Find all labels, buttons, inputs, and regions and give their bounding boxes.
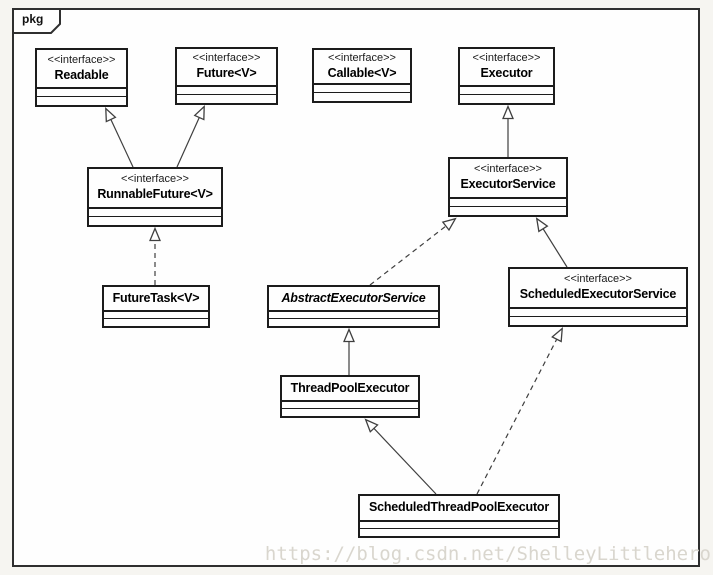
class-name: AbstractExecutorService bbox=[281, 290, 426, 305]
pkg-tab-shape bbox=[12, 8, 61, 34]
methods-compartment bbox=[510, 316, 686, 325]
arrow-abstractexecutorservice-to-executorservice bbox=[369, 217, 457, 286]
methods-compartment bbox=[37, 96, 126, 105]
attributes-compartment bbox=[314, 83, 410, 92]
class-box-threadpoolexecutor: ThreadPoolExecutor bbox=[280, 375, 420, 418]
attributes-compartment bbox=[282, 400, 418, 408]
attributes-compartment bbox=[510, 307, 686, 316]
class-name: RunnableFuture<V> bbox=[97, 187, 213, 202]
arrow-scheduledthreadpoolexecutor-to-scheduledexecutorservice bbox=[476, 327, 564, 495]
stereotype-label: <<interface>> bbox=[192, 52, 261, 65]
arrow-scheduledexecutorservice-to-executorservice bbox=[535, 217, 568, 268]
pkg-frame-label: pkg bbox=[22, 12, 44, 26]
methods-compartment bbox=[360, 528, 558, 536]
class-box-executorservice: <<interface>> ExecutorService bbox=[448, 157, 568, 217]
class-box-scheduledexecutorservice: <<interface>> ScheduledExecutorService bbox=[508, 267, 688, 327]
class-box-readable: <<interface>> Readable bbox=[35, 48, 128, 107]
class-name: Readable bbox=[54, 67, 109, 82]
attributes-compartment bbox=[360, 520, 558, 528]
class-name: ScheduledThreadPoolExecutor bbox=[368, 500, 550, 515]
stereotype-label: <<interface>> bbox=[328, 51, 396, 64]
class-name: Executor bbox=[480, 66, 533, 81]
methods-compartment bbox=[104, 318, 208, 326]
class-box-future: <<interface>> Future<V> bbox=[175, 47, 278, 105]
class-name: ThreadPoolExecutor bbox=[290, 380, 410, 395]
stereotype-label: <<interface>> bbox=[472, 52, 541, 65]
class-box-abstractexecutorservice: AbstractExecutorService bbox=[267, 285, 440, 328]
class-box-runnablefuture: <<interface>> RunnableFuture<V> bbox=[87, 167, 223, 227]
class-name: Callable<V> bbox=[327, 65, 397, 80]
attributes-compartment bbox=[89, 207, 221, 216]
arrow-runnablefuture-to-future bbox=[176, 105, 205, 168]
class-box-callable: <<interface>> Callable<V> bbox=[312, 48, 412, 103]
attributes-compartment bbox=[177, 85, 276, 94]
attributes-compartment bbox=[460, 85, 553, 94]
class-name: ExecutorService bbox=[460, 177, 556, 192]
methods-compartment bbox=[314, 92, 410, 101]
class-box-scheduledthreadpoolexecutor: ScheduledThreadPoolExecutor bbox=[358, 494, 560, 538]
csdn-watermark: https://blog.csdn.net/ShelleyLittlehero bbox=[264, 543, 711, 565]
class-box-executor: <<interface>> Executor bbox=[458, 47, 555, 105]
class-name: ScheduledExecutorService bbox=[519, 287, 677, 302]
arrow-scheduledthreadpoolexecutor-to-threadpoolexecutor bbox=[364, 418, 437, 495]
arrow-runnablefuture-to-readable bbox=[105, 107, 134, 168]
class-name: FutureTask<V> bbox=[112, 290, 200, 305]
methods-compartment bbox=[460, 94, 553, 103]
attributes-compartment bbox=[37, 87, 126, 96]
attributes-compartment bbox=[104, 310, 208, 318]
stereotype-label: <<interface>> bbox=[121, 173, 189, 186]
methods-compartment bbox=[89, 216, 221, 225]
methods-compartment bbox=[282, 408, 418, 416]
attributes-compartment bbox=[269, 310, 438, 318]
stereotype-label: <<interface>> bbox=[474, 163, 542, 176]
methods-compartment bbox=[450, 206, 566, 215]
methods-compartment bbox=[177, 94, 276, 103]
attributes-compartment bbox=[450, 197, 566, 206]
stereotype-label: <<interface>> bbox=[564, 273, 632, 286]
class-name: Future<V> bbox=[196, 66, 257, 81]
methods-compartment bbox=[269, 318, 438, 326]
stereotype-label: <<interface>> bbox=[47, 53, 116, 66]
class-box-futuretask: FutureTask<V> bbox=[102, 285, 210, 328]
